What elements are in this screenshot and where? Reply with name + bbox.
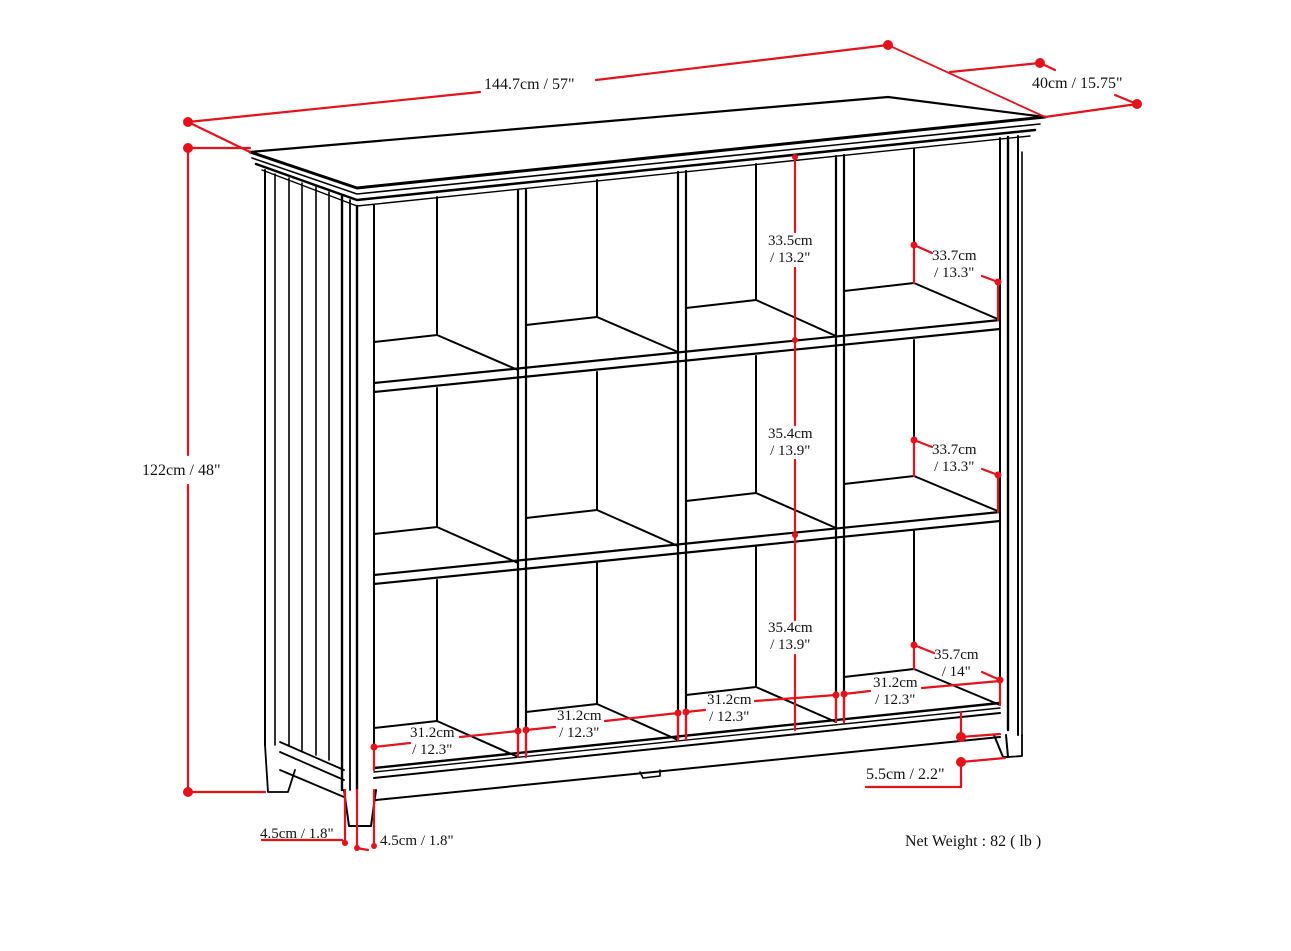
overall-depth-label: 40cm / 15.75" [1032,75,1123,92]
cubby-height-label-bottom: 35.4cm / 13.9" [768,620,813,653]
cubby-width-label-col4: 31.2cm / 12.3" [873,675,918,708]
cubby-depth-label-bottom: 35.7cm / 14" [934,647,979,680]
cubby-depth-label-top: 33.7cm / 13.3" [932,248,977,281]
net-weight-label: Net Weight : 82 ( lb ) [905,833,1042,850]
cubby-height-label-top: 33.5cm / 13.2" [768,233,813,266]
cubby-width-label-col1: 31.2cm / 12.3" [410,725,455,758]
dimension-lines [183,40,1142,852]
cubby-width-label-col3: 31.2cm / 12.3" [707,692,752,725]
bookcase-line-art [248,95,1047,827]
base-clearance-label: 5.5cm / 2.2" [866,766,945,783]
cubby-depth-label-middle: 33.7cm / 13.3" [932,442,977,475]
leg-width-left-label: 4.5cm / 1.8" [260,826,334,842]
overall-height-label: 122cm / 48" [142,462,221,479]
cubby-height-label-middle: 35.4cm / 13.9" [768,426,813,459]
cubby-width-label-col2: 31.2cm / 12.3" [557,708,602,741]
overall-width-label: 144.7cm / 57" [484,76,575,93]
leg-width-right-label: 4.5cm / 1.8" [380,833,454,849]
